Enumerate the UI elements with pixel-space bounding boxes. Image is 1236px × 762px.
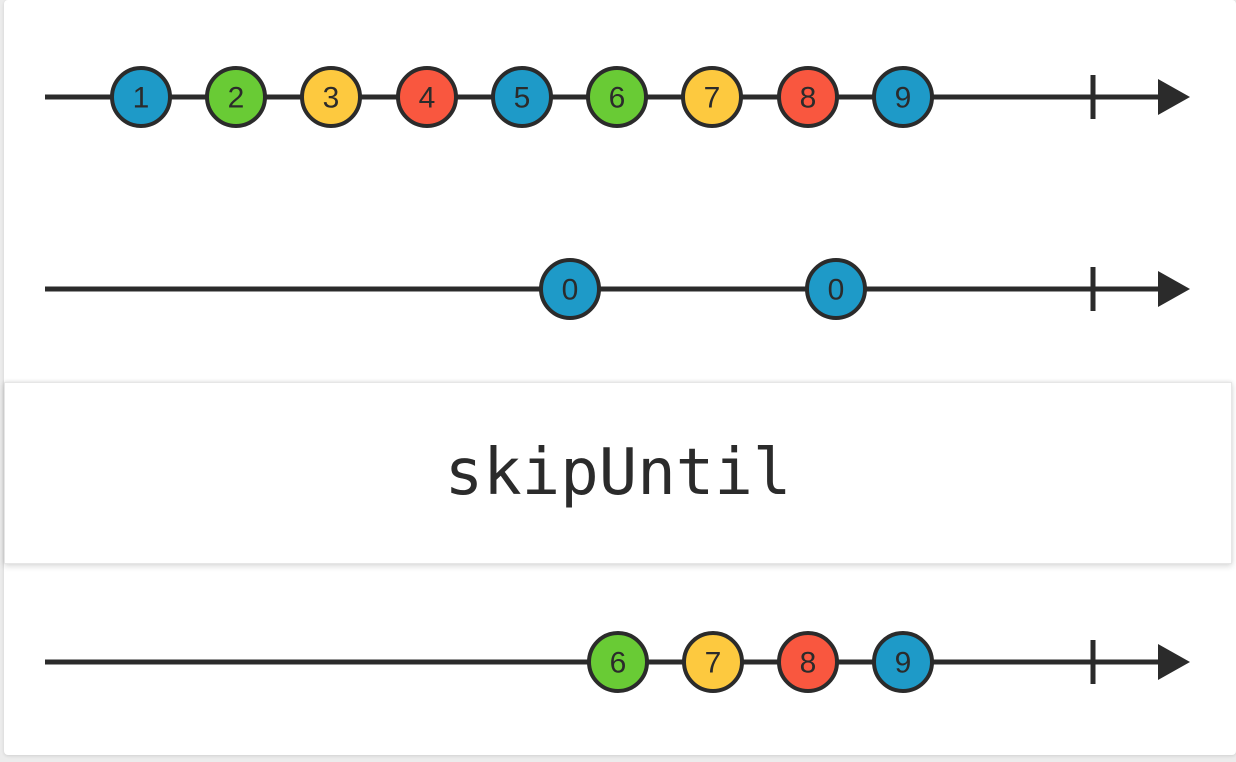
marble-circle[interactable]	[110, 66, 172, 128]
marble-label: 7	[705, 647, 722, 680]
marble-label: 3	[323, 82, 340, 115]
marble-label: 2	[228, 82, 245, 115]
marble-label: 0	[828, 274, 845, 307]
marble[interactable]: 5	[491, 66, 553, 128]
operator-label: skipUntil	[444, 436, 792, 510]
marble[interactable]: 9	[872, 66, 934, 128]
marble-label: 0	[562, 274, 579, 307]
marble-circle[interactable]	[872, 66, 934, 128]
marble[interactable]: 7	[682, 631, 744, 693]
timeline-arrow-icon	[1158, 644, 1190, 680]
marble-label: 9	[895, 647, 912, 680]
marble-circle[interactable]	[396, 66, 458, 128]
marble-label: 1	[133, 82, 150, 115]
timeline-arrow-icon	[1158, 79, 1190, 115]
marble-circle[interactable]	[777, 631, 839, 693]
marble-circle[interactable]	[587, 631, 649, 693]
marble-circle[interactable]	[681, 66, 743, 128]
marble[interactable]: 8	[777, 631, 839, 693]
marble[interactable]: 3	[300, 66, 362, 128]
marble-label: 6	[609, 82, 626, 115]
marble-label: 5	[514, 82, 531, 115]
marble-circle[interactable]	[300, 66, 362, 128]
marble-circle[interactable]	[682, 631, 744, 693]
marble-circle[interactable]	[777, 66, 839, 128]
marble-circle[interactable]	[539, 258, 601, 320]
marble[interactable]: 1	[110, 66, 172, 128]
marble[interactable]: 6	[586, 66, 648, 128]
marble-label: 7	[704, 82, 721, 115]
marble-circle[interactable]	[586, 66, 648, 128]
marble[interactable]: 7	[681, 66, 743, 128]
output-timeline: 6 7 8 9	[45, 631, 1190, 693]
marble[interactable]: 8	[777, 66, 839, 128]
marble-label: 4	[419, 82, 436, 115]
marble[interactable]: 9	[872, 631, 934, 693]
marble-circle[interactable]	[205, 66, 267, 128]
source-timeline: 1 2 3 4 5 6 7 8 9	[45, 66, 1190, 128]
marble-circle[interactable]	[491, 66, 553, 128]
marble-label: 8	[800, 82, 817, 115]
marble-label: 9	[895, 82, 912, 115]
marble-label: 8	[800, 647, 817, 680]
marble[interactable]: 0	[539, 258, 601, 320]
marble[interactable]: 6	[587, 631, 649, 693]
operator-box: skipUntil	[4, 382, 1232, 564]
marble-label: 6	[610, 647, 627, 680]
marble[interactable]: 2	[205, 66, 267, 128]
marble-circle[interactable]	[805, 258, 867, 320]
marble-circle[interactable]	[872, 631, 934, 693]
timeline-arrow-icon	[1158, 271, 1190, 307]
marble[interactable]: 0	[805, 258, 867, 320]
marble[interactable]: 4	[396, 66, 458, 128]
